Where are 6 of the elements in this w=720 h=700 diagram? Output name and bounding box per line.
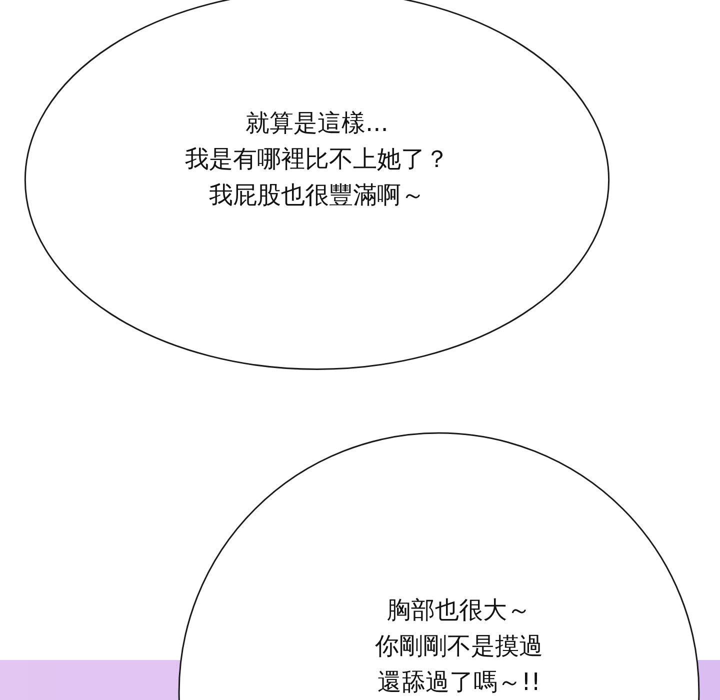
dialogue-text: 還舔過了嗎～!!: [377, 667, 541, 698]
dialogue-text: 你剛剛不是摸過: [375, 631, 543, 662]
dialogue-text: 就算是這樣...: [246, 108, 388, 139]
dialogue-text: 我屁股也很豐滿啊～: [209, 180, 425, 211]
dialogue-text: 胸部也很大～: [387, 595, 531, 626]
dialogue-text: 我是有哪裡比不上她了？: [185, 144, 449, 175]
